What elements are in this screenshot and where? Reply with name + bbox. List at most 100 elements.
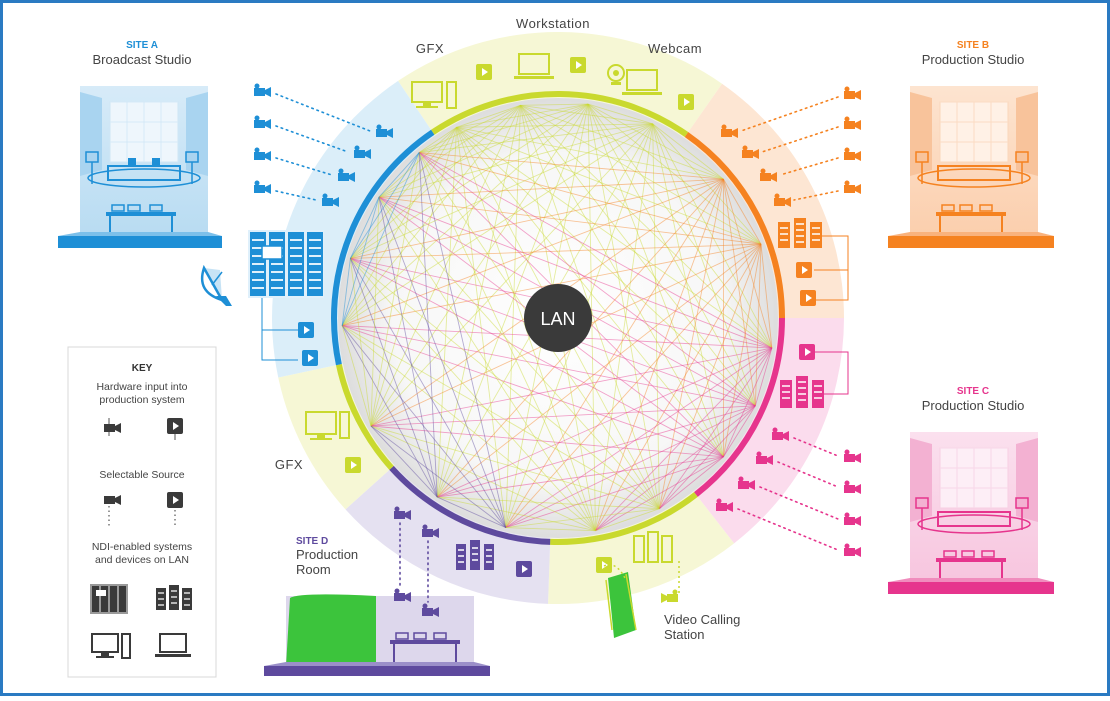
workstation-rim: [431, 91, 689, 137]
connection-line: [723, 405, 756, 458]
site-b-rim: [684, 132, 785, 319]
connection-line: [341, 325, 724, 458]
connection-line: [378, 196, 660, 510]
connection-line: [370, 347, 772, 427]
key-ndi-line2: and devices on LAN: [95, 554, 189, 566]
site-a-ring-camera-icon: [322, 193, 339, 207]
connection-line: [350, 127, 457, 259]
site-b-camera-icon: [844, 147, 861, 161]
connection-line: [378, 196, 762, 245]
key-selectable-camera-icon: [104, 495, 121, 526]
site-d-tag: SITE D: [296, 536, 328, 547]
connection-line: [754, 244, 762, 406]
video-calling-server-icon: [633, 531, 673, 563]
connection-line: [341, 325, 372, 427]
connection-line: [520, 104, 653, 125]
site-b: SITE B Production Studio: [888, 40, 1054, 248]
connection-line: [456, 126, 773, 349]
site-d-name-line1: Production: [296, 547, 358, 562]
satellite-dish-icon: [200, 264, 232, 306]
connection-line: [378, 152, 420, 198]
connection-line: [456, 126, 756, 407]
dotted-link: [793, 190, 839, 201]
connection-line: [652, 123, 756, 407]
connection-line: [341, 325, 507, 528]
site-a-ring-camera-icon: [354, 145, 371, 159]
connection-line: [659, 347, 773, 509]
dotted-link: [275, 190, 317, 201]
connection-line: [595, 179, 724, 531]
connection-line: [595, 243, 762, 531]
connection-line: [378, 196, 773, 349]
connection-line: [595, 347, 773, 532]
connection-line: [419, 152, 762, 245]
connection-line: [370, 127, 458, 427]
gfx-left-play-icon: [345, 457, 361, 473]
site-d-name-line2: Room: [296, 562, 331, 577]
connection-line: [418, 152, 438, 498]
site-c-camera-icon: [844, 480, 861, 494]
connection-line: [587, 104, 660, 509]
key-hardware-play-icon: [167, 418, 183, 440]
connection-line: [723, 347, 773, 458]
connection-line: [378, 126, 457, 198]
webcam-label: Webcam: [648, 41, 702, 56]
site-d-room-illustration: [264, 594, 490, 676]
connection-line: [419, 103, 589, 153]
site-a-camera-icon: [254, 147, 271, 161]
site-b-camera-icon: [844, 86, 861, 100]
connection-line: [456, 103, 589, 128]
connection-line: [378, 178, 724, 198]
camera-sources: [254, 83, 861, 617]
site-b-play-icon-2: [800, 290, 816, 306]
site-d-ring-camera-icon: [394, 506, 411, 520]
connection-lines: [341, 103, 773, 532]
connection-line: [505, 347, 773, 528]
connection-line: [350, 258, 596, 532]
connection-line: [505, 456, 724, 529]
connection-line: [418, 152, 756, 407]
green-screen-backdrop: [605, 572, 637, 638]
connection-line: [587, 103, 724, 458]
workstation-devices: [411, 53, 694, 110]
connection-line: [456, 126, 762, 245]
connection-line: [754, 347, 773, 406]
ring-rim: [331, 91, 785, 545]
key-rack-icon: [90, 584, 128, 614]
gfx-left-monitor-icon: [305, 411, 350, 440]
connection-line: [342, 325, 756, 407]
site-a-studio-illustration: [58, 86, 222, 248]
connection-line: [595, 123, 654, 531]
site-d-camera-icon: [422, 603, 439, 617]
key-hardware-camera-icon: [104, 418, 121, 436]
connection-line: [723, 178, 762, 245]
site-b-camera-icon: [844, 116, 861, 130]
site-a-rim: [331, 129, 435, 366]
site-c-camera-icon: [844, 449, 861, 463]
site-b-ring-camera-icon: [742, 145, 759, 159]
site-b-ring-camera-icon: [721, 124, 738, 138]
key-selectable-label: Selectable Source: [99, 469, 184, 481]
connection-line: [350, 178, 724, 259]
connection-line: [658, 243, 762, 509]
connection-line: [652, 123, 724, 180]
connection-line: [378, 197, 438, 498]
dotted-link: [761, 126, 839, 153]
connection-line: [505, 105, 521, 528]
connection-line: [350, 258, 660, 510]
site-c: SITE C Production Studio: [888, 386, 1054, 594]
connection-line: [520, 105, 724, 458]
connection-line: [341, 104, 521, 326]
connection-line: [350, 104, 521, 259]
ring-sectors: [272, 31, 844, 605]
site-a-tag: SITE A: [126, 40, 158, 51]
connection-line: [349, 258, 372, 427]
site-a-server-rack-icon: [248, 230, 324, 298]
connection-line: [456, 123, 653, 128]
connection-line: [456, 127, 724, 458]
connection-line: [505, 405, 756, 528]
connection-line: [341, 123, 653, 326]
connection-line: [723, 179, 773, 349]
connection-line: [587, 103, 773, 349]
site-c-name: Production Studio: [922, 398, 1025, 413]
